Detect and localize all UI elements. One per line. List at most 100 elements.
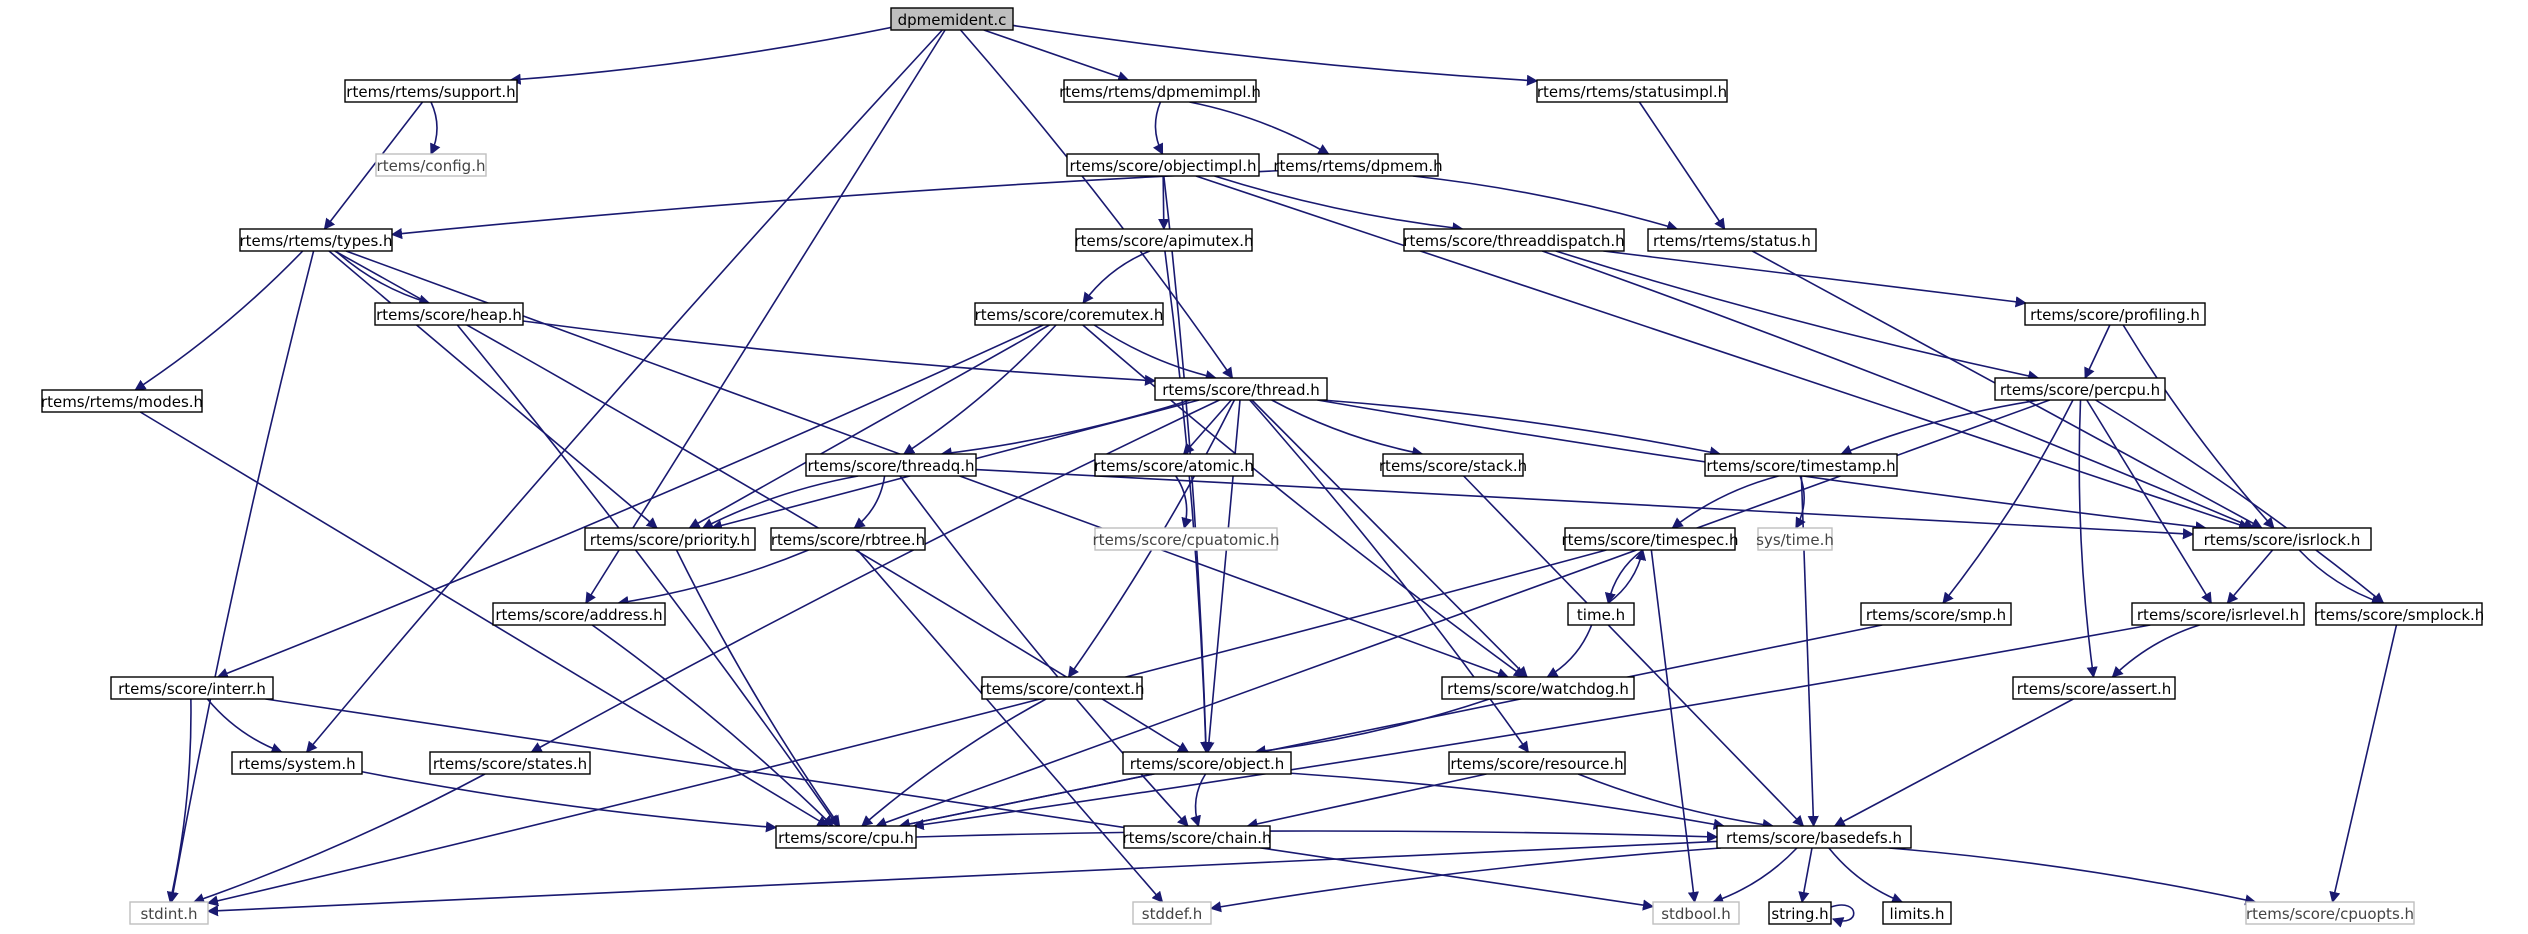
node-label: rtems/score/cpuatomic.h: [1093, 531, 1280, 549]
node-label: stddef.h: [1142, 905, 1202, 923]
node-system[interactable]: rtems/system.h: [231, 751, 363, 775]
node-basedefs[interactable]: rtems/score/basedefs.h: [1716, 825, 1912, 849]
node-box: [805, 453, 977, 477]
include-edge-dpmem-to-types: [390, 169, 1279, 240]
node-label: rtems/score/timestamp.h: [1706, 457, 1895, 475]
node-assert[interactable]: rtems/score/assert.h: [2012, 676, 2176, 700]
node-watchdog[interactable]: rtems/score/watchdog.h: [1441, 676, 1635, 700]
include-edge-isrlock-to-smplock: [2298, 549, 2383, 606]
node-percpu[interactable]: rtems/score/percpu.h: [1994, 377, 2166, 401]
node-statusimpl[interactable]: rtems/rtems/statusimpl.h: [1536, 79, 1728, 103]
include-edge-types-to-priority: [328, 250, 658, 529]
node-priority[interactable]: rtems/score/priority.h: [584, 527, 756, 551]
node-label: time.h: [1577, 606, 1625, 624]
node-resource[interactable]: rtems/score/resource.h: [1448, 751, 1626, 775]
include-edge-thread-to-stack: [1271, 399, 1424, 458]
node-smp[interactable]: rtems/score/smp.h: [1860, 602, 2012, 626]
include-edge-objectimpl-to-threaddispatch: [1214, 175, 1464, 234]
node-box: [1066, 153, 1260, 177]
node-box: [2131, 602, 2305, 626]
node-string[interactable]: string.h: [1768, 901, 1832, 925]
node-states[interactable]: rtems/score/states.h: [429, 751, 591, 775]
include-edge-dpmemimpl-to-objectimpl: [1152, 101, 1164, 155]
node-label: rtems/rtems/support.h: [346, 83, 515, 101]
include-edge-isrlevel-to-cpu: [912, 624, 2151, 831]
node-isrlock[interactable]: rtems/score/isrlock.h: [2192, 527, 2372, 551]
include-edge-threaddispatch-to-isrlock: [1541, 250, 2255, 530]
node-status[interactable]: rtems/rtems/status.h: [1647, 228, 1817, 252]
node-box: [1094, 527, 1278, 551]
include-edge-rbtree-to-address: [617, 549, 809, 608]
node-types[interactable]: rtems/rtems/types.h: [239, 228, 393, 252]
include-edge-objectimpl-to-isrlock: [1195, 175, 2251, 531]
include-edge-basedefs-to-stdbool: [1712, 847, 1798, 904]
node-heap[interactable]: rtems/score/heap.h: [374, 302, 524, 326]
node-timespec[interactable]: rtems/score/timespec.h: [1561, 527, 1739, 551]
node-modes[interactable]: rtems/rtems/modes.h: [41, 389, 203, 413]
node-box: [2315, 602, 2483, 626]
include-edge-dpmemimpl-to-dpmem: [1189, 101, 1330, 155]
node-support[interactable]: rtems/rtems/support.h: [344, 79, 518, 103]
include-edge-states-to-stdint: [192, 773, 486, 904]
include-edge-basedefs-to-cpuopts: [1888, 847, 2257, 906]
include-edge-statusimpl-to-status: [1638, 101, 1726, 230]
include-edge-profiling-to-percpu: [2084, 324, 2111, 380]
include-edge-timespec-to-stdint: [206, 549, 1607, 907]
node-object[interactable]: rtems/score/object.h: [1122, 751, 1292, 775]
node-isrlevel[interactable]: rtems/score/isrlevel.h: [2131, 602, 2305, 626]
node-dpmemimpl[interactable]: rtems/rtems/dpmemimpl.h: [1059, 79, 1261, 103]
include-edge-heap-to-thread: [522, 320, 1157, 386]
node-stack[interactable]: rtems/score/stack.h: [1379, 453, 1527, 477]
node-box: [1277, 153, 1439, 177]
node-profiling[interactable]: rtems/score/profiling.h: [2024, 302, 2206, 326]
node-label: string.h: [1771, 905, 1828, 923]
node-threadq[interactable]: rtems/score/threadq.h: [805, 453, 977, 477]
include-edge-dpmemident-to-system: [305, 29, 943, 753]
node-context[interactable]: rtems/score/context.h: [980, 676, 1145, 700]
include-edge-modes-to-cpu: [139, 411, 829, 827]
node-label: rtems/score/apimutex.h: [1074, 232, 1253, 250]
node-coremutex[interactable]: rtems/score/coremutex.h: [974, 302, 1164, 326]
node-address[interactable]: rtems/score/address.h: [492, 602, 666, 626]
node-atomic[interactable]: rtems/score/atomic.h: [1094, 453, 1254, 477]
node-stddef: stddef.h: [1132, 901, 1212, 925]
node-box: [41, 389, 203, 413]
node-interr[interactable]: rtems/score/interr.h: [110, 676, 274, 700]
node-apimutex[interactable]: rtems/score/apimutex.h: [1074, 228, 1254, 252]
include-edge-thread-to-states: [530, 399, 1220, 753]
node-box: [1075, 228, 1253, 252]
node-cpu[interactable]: rtems/score/cpu.h: [775, 825, 917, 849]
node-label: rtems/score/states.h: [433, 755, 587, 773]
node-dpmem[interactable]: rtems/rtems/dpmem.h: [1273, 153, 1443, 177]
node-box: [1403, 228, 1625, 252]
node-box: [770, 527, 926, 551]
node-label: sys/time.h: [1756, 531, 1834, 549]
include-edge-percpu-to-assert: [2078, 399, 2098, 679]
include-edge-thread-to-watchdog: [1251, 399, 1528, 678]
node-box: [775, 825, 917, 849]
node-rbtree[interactable]: rtems/score/rbtree.h: [770, 527, 926, 551]
node-box: [1994, 377, 2166, 401]
node-timestamp[interactable]: rtems/score/timestamp.h: [1704, 453, 1898, 477]
include-edge-assert-to-basedefs: [1833, 698, 2074, 827]
node-chain[interactable]: rtems/score/chain.h: [1122, 825, 1272, 849]
include-edge-context-to-cpu: [861, 698, 1047, 827]
node-box: [375, 153, 487, 177]
node-objectimpl[interactable]: rtems/score/objectimpl.h: [1066, 153, 1260, 177]
node-label: rtems/score/assert.h: [2017, 680, 2172, 698]
node-threaddispatch[interactable]: rtems/score/threaddispatch.h: [1403, 228, 1625, 252]
include-edge-percpu-to-isrlevel: [2086, 399, 2212, 604]
node-smplock[interactable]: rtems/score/smplock.h: [2314, 602, 2485, 626]
node-label: rtems/score/object.h: [1130, 755, 1285, 773]
node-cpuatomic: rtems/score/cpuatomic.h: [1093, 527, 1280, 551]
node-label: rtems/score/chain.h: [1122, 829, 1271, 847]
node-limits[interactable]: limits.h: [1882, 901, 1952, 925]
node-box: [1768, 901, 1832, 925]
node-label: rtems/score/stack.h: [1379, 457, 1527, 475]
node-thread[interactable]: rtems/score/thread.h: [1154, 377, 1328, 401]
node-layer: dpmemident.c rtems/rtems/support.h rtems/r…: [41, 7, 2485, 925]
include-edge-types-to-modes: [134, 250, 304, 391]
node-dpmemident[interactable]: dpmemident.c: [890, 7, 1014, 31]
node-time[interactable]: time.h: [1567, 602, 1635, 626]
include-edge-percpu-to-smplock: [2095, 399, 2385, 604]
